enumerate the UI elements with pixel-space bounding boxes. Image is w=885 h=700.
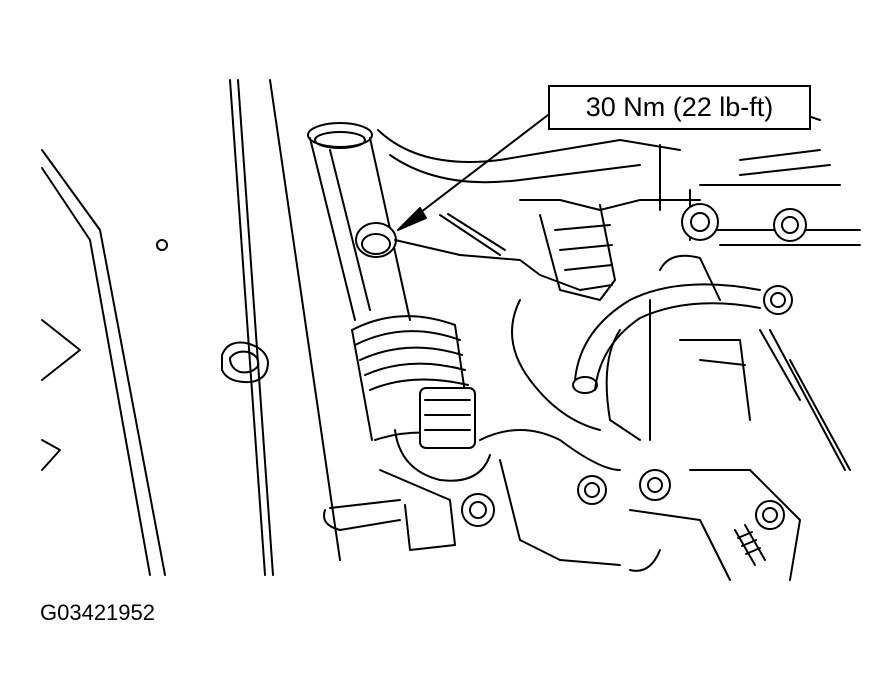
bolt-icon	[756, 501, 784, 529]
hose-clamp	[324, 470, 455, 550]
bolt-icon	[774, 209, 806, 241]
bolt-icon	[682, 204, 718, 240]
engine-block	[378, 100, 860, 300]
pipe	[573, 284, 760, 393]
frame-rail	[42, 80, 340, 575]
torque-label: 30 Nm (22 lb-ft)	[585, 92, 774, 122]
torque-callout: 30 Nm (22 lb-ft)	[548, 85, 811, 130]
figure-id: G03421952	[40, 600, 155, 625]
engine-housing	[480, 256, 850, 560]
arrow-icon	[398, 115, 548, 230]
bolt-icon	[356, 223, 396, 257]
grommet-icon	[222, 343, 268, 383]
nut-icon	[462, 494, 494, 526]
bolt-icon	[764, 286, 792, 314]
rivet-icon	[157, 240, 167, 250]
bolt-icon	[640, 470, 670, 500]
bolt-icon	[578, 476, 606, 504]
filler-tube	[308, 123, 410, 320]
threaded-stud	[735, 525, 765, 565]
electrical-connector	[395, 388, 490, 481]
